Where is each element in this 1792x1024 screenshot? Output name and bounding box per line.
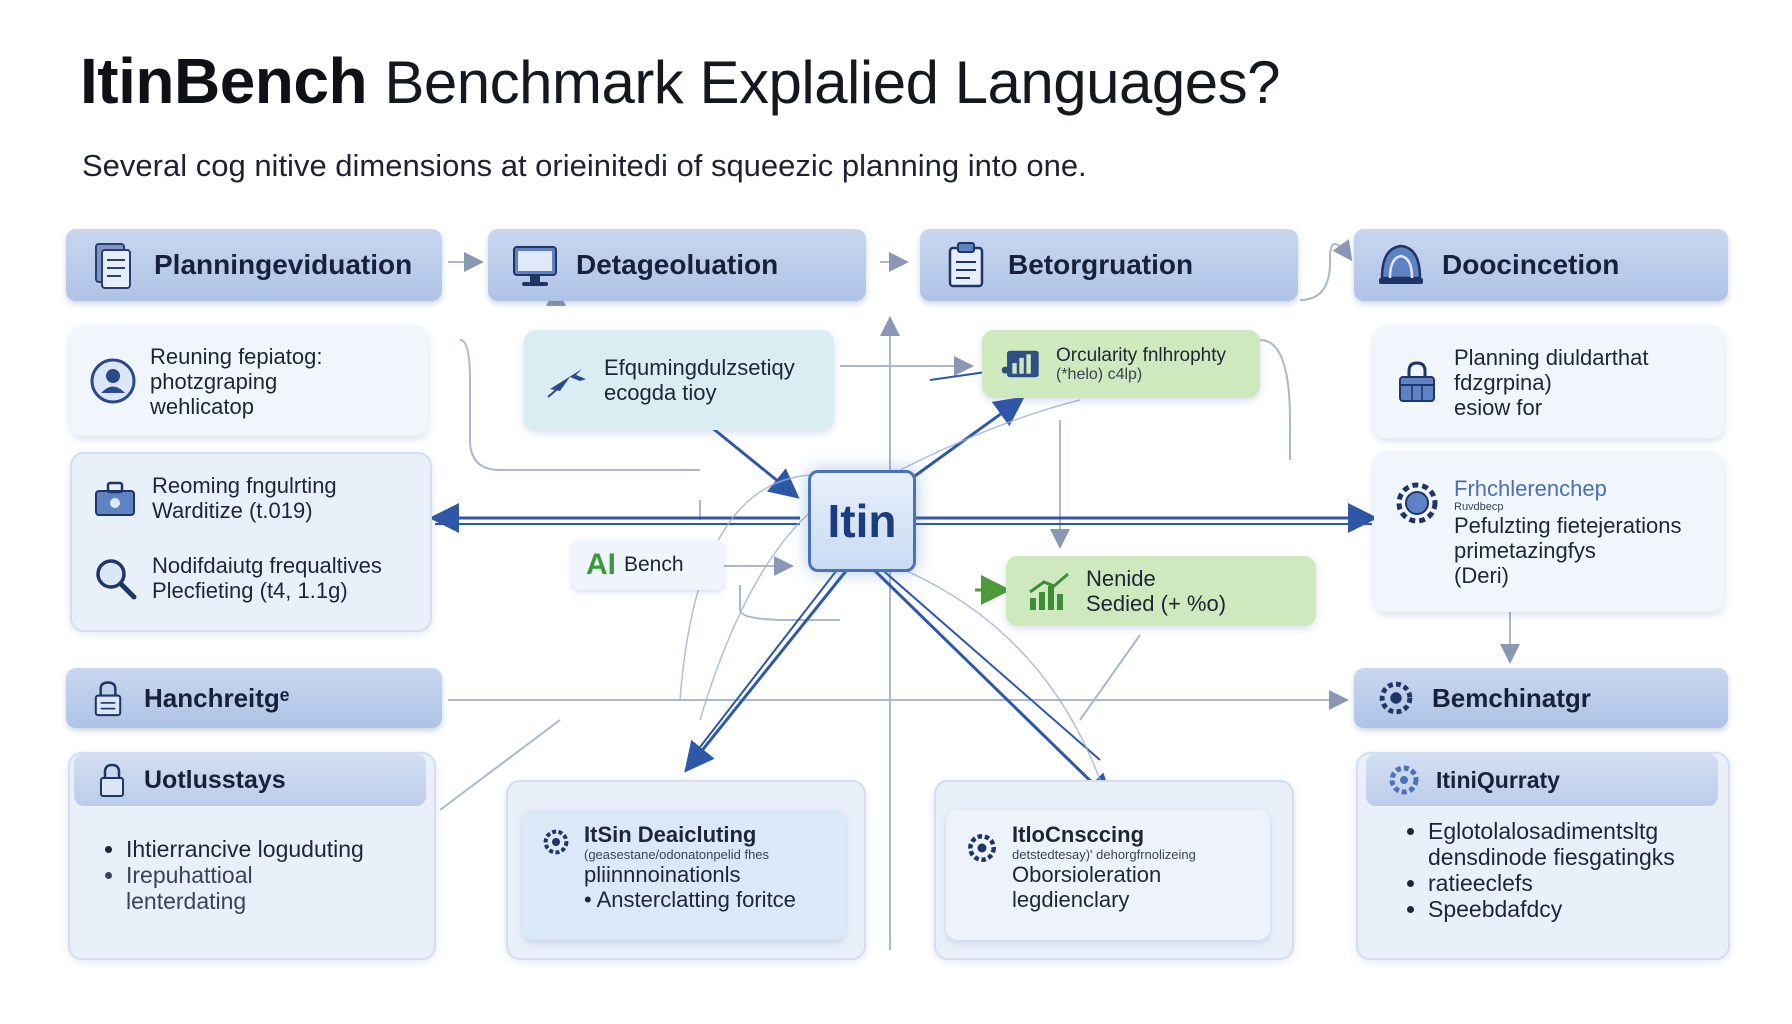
left-card-text: Reoming fngulrting Warditize (t.019): [152, 473, 337, 523]
column-header-doocin: Doocincetion: [1354, 229, 1728, 301]
right-card-2-body: Frhchlerenchep Ruvdbecp Pefulzting fiete…: [1454, 476, 1681, 588]
document-stack-icon: [95, 243, 131, 289]
bottom-mid1-subtitle: (geasestane/odonatonpelid fhes: [584, 847, 770, 862]
column-header-label: Doocincetion: [1442, 249, 1620, 280]
monitor-icon: [513, 246, 557, 286]
bottom-mid1-body: ItSin Deaicluting (geasestane/odonatonpe…: [584, 822, 796, 912]
green-card-subtext: (*helo) c4lp): [1056, 365, 1143, 383]
page-title: ItinBench Benchmark Explalied Languages?: [80, 44, 1280, 118]
magnifier-icon: [96, 559, 137, 600]
column-header-betor: Betorgruation: [920, 229, 1298, 301]
ai-bench-chip: AI Bench: [572, 540, 724, 590]
bottom-mid1-title: ItSin Deaicluting: [584, 822, 757, 847]
padlock-icon: [94, 681, 122, 717]
plane-icon: [547, 369, 586, 398]
bottom-mid2-body: ItloCnsccing detstedtesay)' dehorgfrnoli…: [1012, 822, 1196, 912]
gear-icon: [1379, 681, 1413, 715]
bottom-left-header-label: Hanchreitgᵉ: [144, 682, 290, 713]
bottom-mid2-title: ItloCnsccing: [1012, 822, 1145, 847]
column-header-label: Planningeviduation: [154, 249, 413, 280]
bottom-mid2-card: ItloCnsccing detstedtesay)' dehorgfrnoli…: [946, 810, 1270, 940]
bar-growth-icon: [1029, 572, 1069, 610]
right-card-tag: (Deri): [1454, 563, 1509, 588]
toolbox-icon: [95, 481, 135, 516]
bottom-mid2-line: legdienclary: [1012, 887, 1130, 912]
page-subtitle: Several cog nitive dimensions at orieini…: [82, 148, 1087, 183]
padlock-icon: [100, 763, 124, 797]
bullet-item: Ihtierrancive loguduting: [126, 836, 364, 862]
bottom-mid1-card: ItSin Deaicluting (geasestane/odonatonpe…: [522, 810, 846, 940]
chart-panel-icon: [1001, 350, 1039, 378]
bottom-right-subheader: ItiniQurraty: [1366, 754, 1718, 806]
left-card-2: Reoming fngulrting Warditize (t.019): [72, 460, 422, 536]
bottom-mid1-bullet: Ansterclatting foritce: [596, 887, 796, 912]
column-header-label: Betorgruation: [1008, 249, 1194, 280]
bottom-mid1-line: pliinnnoinationls: [584, 862, 741, 887]
ai-chip-label: Bench: [624, 553, 684, 576]
bottom-left-subheader-label: Uotlusstays: [144, 765, 286, 794]
bullet-item: Speebdafdcy: [1428, 896, 1675, 922]
dome-icon: [1379, 244, 1423, 284]
left-card-text: Nodifdaiutg frequaltives Plecfieting (t4…: [152, 553, 382, 603]
right-card-text: Pefulzting fietejerations primetazingfys: [1454, 513, 1682, 563]
clipboard-icon: [948, 242, 984, 288]
bottom-left-bullets: Ihtierrancive loguduting Irepuhattioal l…: [92, 836, 364, 914]
bottom-right-header-label: Bemchinatgr: [1432, 682, 1591, 713]
bullet-item: ratieeclefs: [1428, 870, 1675, 896]
right-card-2: Frhchlerenchep Ruvdbecp Pefulzting fiete…: [1374, 452, 1724, 612]
bottom-right-header: Bemchinatgr: [1354, 668, 1728, 728]
ai-mark: AI: [586, 548, 616, 581]
bottom-mid1-line: • Ansterclatting foritce: [584, 887, 796, 912]
column-header-detage: Detageoluation: [488, 229, 866, 301]
mid-card-text: Efqumingdulzsetiqy ecogda tioy: [604, 355, 795, 405]
title-rest: Benchmark Explalied Languages?: [384, 49, 1280, 116]
left-card-text: Reuning fepiatog: photzgraping wehlicato…: [150, 343, 323, 419]
mid-card: Efqumingdulzsetiqy ecogda tioy: [524, 330, 834, 430]
right-card-1: Planning diuldarthat fdzgrpina) esiow fo…: [1374, 326, 1724, 438]
left-card-3: Nodifdaiutg frequaltives Plecfieting (t4…: [72, 540, 422, 616]
bottom-left-header: Hanchreitgᵉ: [66, 668, 442, 728]
green-card-2: Nenide Sedied (+ %o): [1006, 556, 1316, 626]
bottom-right-bullets: Eglotolalosadimentsltg densdinode fiesga…: [1394, 818, 1675, 922]
bottom-left-subheader: Uotlusstays: [74, 754, 426, 806]
gear-icon: [543, 829, 569, 855]
bullet-item: Eglotolalosadimentsltg densdinode fiesga…: [1428, 818, 1675, 870]
center-node-label: Itin: [827, 495, 897, 547]
bottom-right-subheader-label: ItiniQurraty: [1436, 766, 1560, 793]
column-header-planning: Planningeviduation: [66, 229, 442, 301]
gear-icon: [968, 834, 996, 862]
green-card-1-body: Orcularity fnlhrophty (*helo) c4lp): [1056, 345, 1226, 384]
green-card-1: Orcularity fnlhrophty (*helo) c4lp): [982, 330, 1260, 398]
bottom-mid2-subtitle: detstedtesay)' dehorgfrnolizeing: [1012, 847, 1196, 862]
right-card-text: Planning diuldarthat fdzgrpina) esiow fo…: [1454, 344, 1649, 420]
green-card-text: Nenide Sedied (+ %o): [1086, 566, 1227, 616]
column-header-label: Detageoluation: [576, 249, 779, 280]
calendar-lock-icon: [1399, 361, 1435, 402]
user-badge-icon: [90, 358, 136, 404]
bottom-mid2-line: Oborsioleration: [1012, 862, 1162, 887]
gear-globe-icon: [1396, 482, 1438, 524]
gear-icon: [1389, 765, 1419, 795]
green-card-text: Orcularity fnlhrophty: [1056, 344, 1227, 366]
title-bold: ItinBench: [80, 45, 368, 117]
left-card-1: Reuning fepiatog: photzgraping wehlicato…: [70, 326, 428, 436]
bullet-item: Irepuhattioal lenterdating: [126, 862, 364, 914]
right-card-subtitle: Ruvdbecp: [1454, 501, 1504, 513]
left-card-group: [70, 452, 432, 632]
center-node: Itin: [808, 470, 916, 572]
right-card-title: Frhchlerenchep: [1454, 476, 1607, 501]
